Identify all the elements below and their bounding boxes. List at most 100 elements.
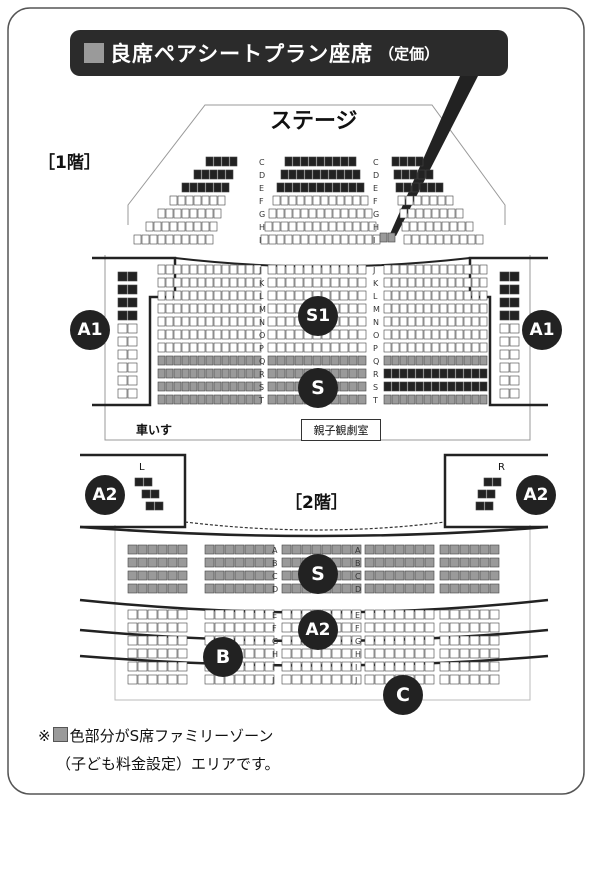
seat xyxy=(499,362,510,373)
seat xyxy=(165,208,174,219)
seat xyxy=(229,156,238,167)
seat xyxy=(291,544,302,555)
seat xyxy=(197,264,206,275)
seat xyxy=(463,342,472,353)
seat xyxy=(394,544,405,555)
seat xyxy=(157,609,168,620)
seat xyxy=(137,622,148,633)
seat xyxy=(455,303,464,314)
seat xyxy=(455,277,464,288)
seat xyxy=(423,381,432,392)
seat xyxy=(189,234,198,245)
seat xyxy=(413,195,422,206)
seat xyxy=(137,557,148,568)
zone-badge-a2-right: A2 xyxy=(516,475,556,515)
seat xyxy=(189,316,198,327)
seat xyxy=(300,182,309,193)
row-letter: K xyxy=(373,279,379,288)
seat xyxy=(339,290,349,301)
row-letter: Q xyxy=(259,357,265,366)
seat xyxy=(425,169,434,180)
seat xyxy=(285,368,295,379)
seat xyxy=(351,648,362,659)
seat xyxy=(193,169,202,180)
seat xyxy=(320,221,329,232)
seat xyxy=(368,221,377,232)
seat xyxy=(221,303,230,314)
seat xyxy=(383,342,392,353)
row-letter: S xyxy=(259,383,264,392)
seat xyxy=(459,557,470,568)
seat xyxy=(383,329,392,340)
seat xyxy=(330,277,340,288)
seat xyxy=(352,221,361,232)
seat xyxy=(348,182,357,193)
seat xyxy=(197,316,206,327)
seat xyxy=(165,368,174,379)
seat xyxy=(471,355,480,366)
seat xyxy=(181,277,190,288)
seat xyxy=(221,290,230,301)
seat xyxy=(237,342,246,353)
seat xyxy=(489,609,500,620)
seat xyxy=(424,557,435,568)
seat xyxy=(189,368,198,379)
seat xyxy=(415,290,424,301)
seat xyxy=(276,234,285,245)
seat xyxy=(399,394,408,405)
seat xyxy=(127,362,138,373)
seat xyxy=(229,316,238,327)
seat xyxy=(479,557,490,568)
seat xyxy=(253,329,262,340)
seat xyxy=(431,381,440,392)
seat xyxy=(237,264,246,275)
seat xyxy=(407,277,416,288)
seat xyxy=(336,195,345,206)
seat xyxy=(137,583,148,594)
seat xyxy=(253,368,262,379)
seat xyxy=(205,329,214,340)
seat xyxy=(407,156,416,167)
seat xyxy=(284,208,293,219)
seat xyxy=(254,648,265,659)
seat xyxy=(267,277,277,288)
seat xyxy=(237,329,246,340)
seat xyxy=(229,290,238,301)
zone-badge-c: C xyxy=(383,675,423,715)
seat xyxy=(189,342,198,353)
seat xyxy=(157,648,168,659)
seat xyxy=(374,609,385,620)
seat xyxy=(479,355,488,366)
seat xyxy=(134,477,144,487)
seat xyxy=(280,169,289,180)
seat xyxy=(415,208,424,219)
seat xyxy=(339,316,349,327)
seat xyxy=(117,362,128,373)
seat xyxy=(189,182,198,193)
seat xyxy=(471,303,480,314)
seat xyxy=(167,583,178,594)
row-letter: N xyxy=(373,318,379,327)
seat xyxy=(423,355,432,366)
seat xyxy=(439,303,448,314)
seat xyxy=(281,635,292,646)
seat xyxy=(285,381,295,392)
seat xyxy=(330,290,340,301)
seat xyxy=(303,277,313,288)
seat xyxy=(173,342,182,353)
seat xyxy=(459,544,470,555)
seat xyxy=(197,234,206,245)
seat xyxy=(357,368,367,379)
seat xyxy=(267,368,277,379)
seat xyxy=(489,557,500,568)
seat xyxy=(414,583,425,594)
seat xyxy=(332,234,341,245)
seat xyxy=(304,169,313,180)
seat xyxy=(404,661,415,672)
seat xyxy=(221,368,230,379)
seat xyxy=(459,648,470,659)
seat xyxy=(147,557,158,568)
seat xyxy=(264,570,275,581)
seat xyxy=(407,368,416,379)
seat xyxy=(471,290,480,301)
